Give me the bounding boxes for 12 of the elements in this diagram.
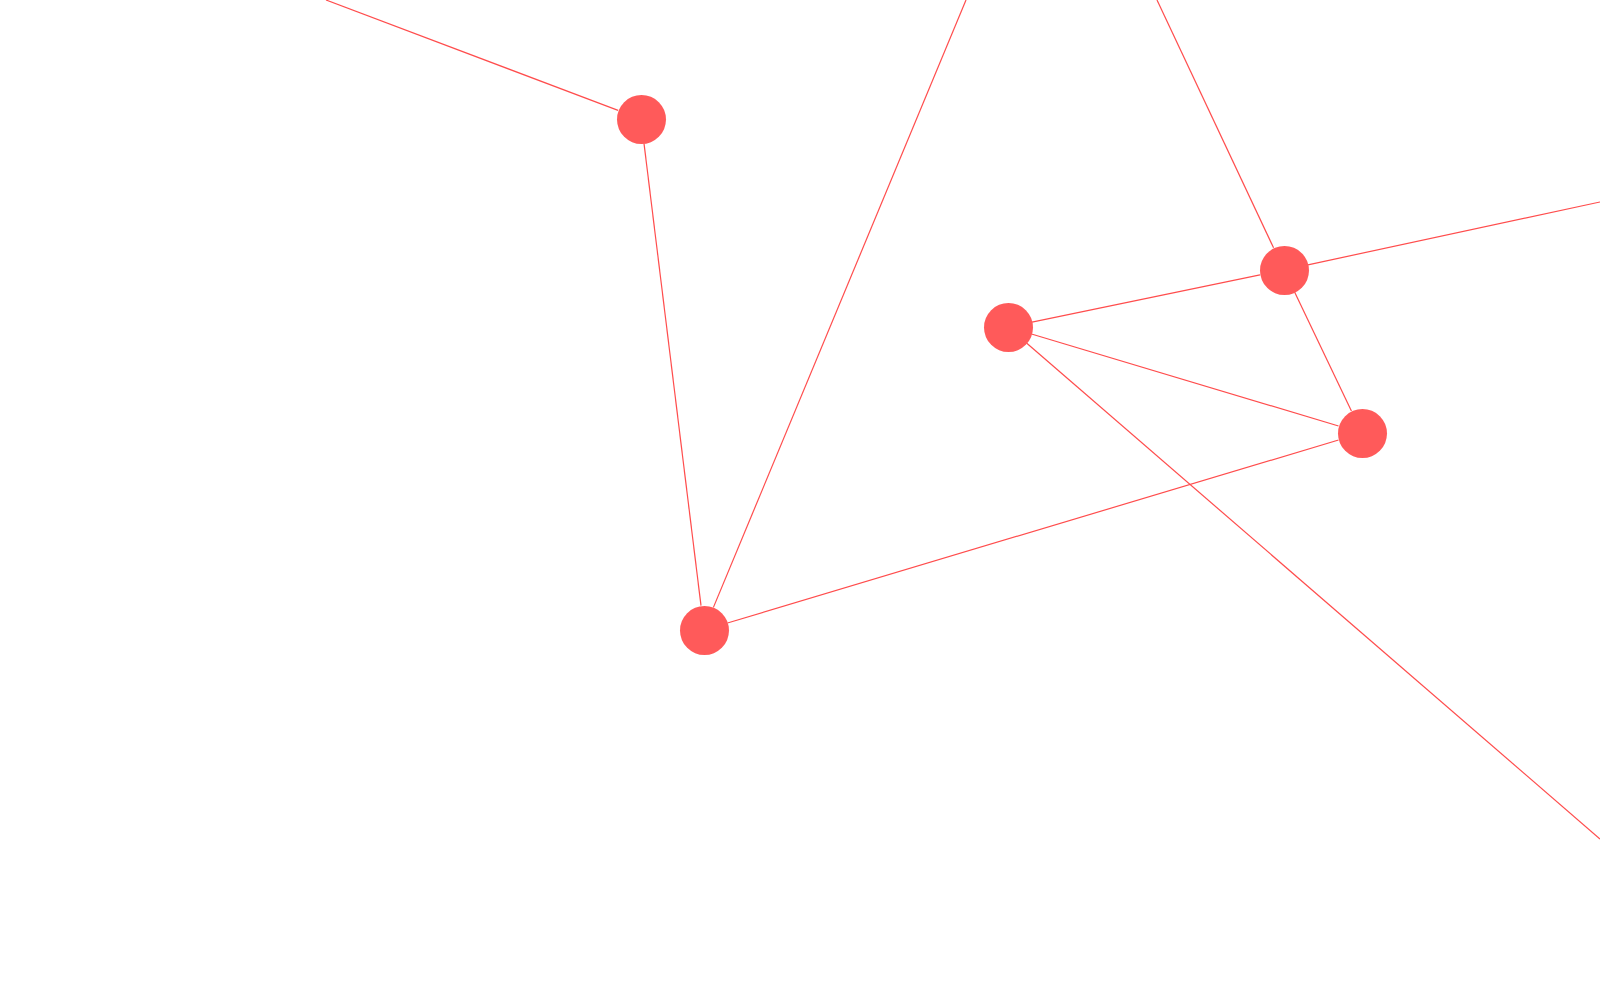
edge-line — [1030, 333, 1340, 427]
edge-line-offscreen — [1307, 201, 1600, 266]
edge-line — [643, 142, 702, 607]
edge-line — [1031, 274, 1261, 323]
network-node-circle — [1337, 408, 1387, 458]
edge-line — [726, 439, 1340, 624]
edge-line-offscreen — [712, 0, 967, 608]
edge-line-offscreen — [1025, 342, 1600, 840]
edge-line — [1294, 291, 1353, 412]
edge-line-offscreen — [1156, 0, 1275, 249]
network-node-circle — [1259, 245, 1309, 295]
edge-line-offscreen — [325, 0, 619, 111]
